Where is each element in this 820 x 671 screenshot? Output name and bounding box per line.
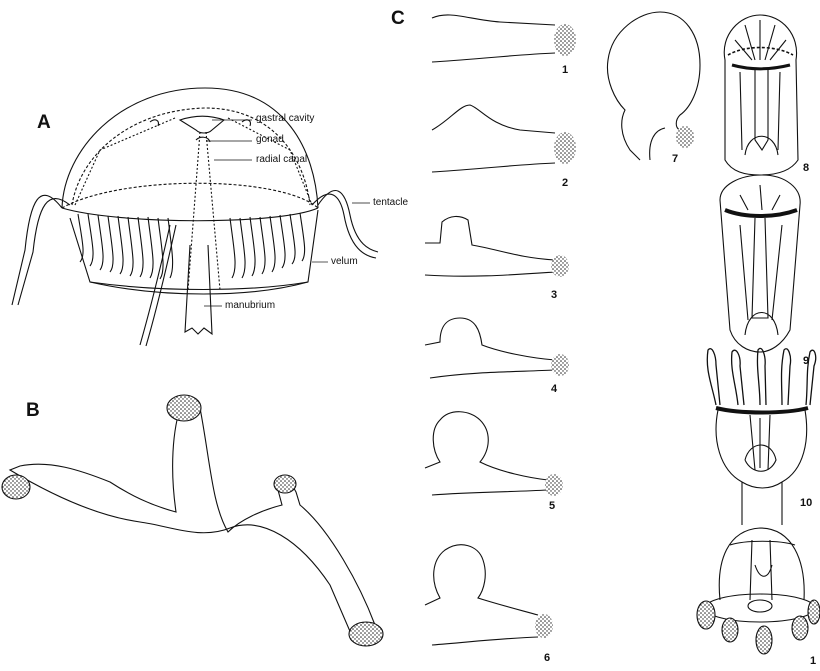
label-gastral-cavity: gastral cavity <box>256 113 314 124</box>
label-gonad: gonad <box>256 134 284 145</box>
medusa-buds <box>697 15 820 654</box>
stage-number-5: 5 <box>549 500 555 512</box>
stage-number-9: 9 <box>803 355 809 367</box>
stage-number-4: 4 <box>551 383 557 395</box>
stage-number-7: 7 <box>672 153 678 165</box>
stage-number-8: 8 <box>803 162 809 174</box>
panel-letter-a: A <box>37 112 51 134</box>
stage-number-6: 6 <box>544 652 550 664</box>
stage-number-1: 1 <box>562 64 568 76</box>
medusa-drawing <box>12 88 378 346</box>
label-tentacle: tentacle <box>373 197 408 208</box>
label-radial-canal: radial canal <box>256 154 307 165</box>
label-manubrium: manubrium <box>225 300 275 311</box>
stage-number-11: 1 <box>810 655 816 667</box>
stage-number-3: 3 <box>551 289 557 301</box>
stage-number-2: 2 <box>562 177 568 189</box>
hydroid-colony-drawing <box>2 395 383 646</box>
panel-letter-c: C <box>391 8 405 30</box>
panel-letter-b: B <box>26 400 40 422</box>
stage-number-10: 10 <box>800 497 812 509</box>
label-velum: velum <box>331 256 358 267</box>
stage-outlines <box>425 12 700 645</box>
